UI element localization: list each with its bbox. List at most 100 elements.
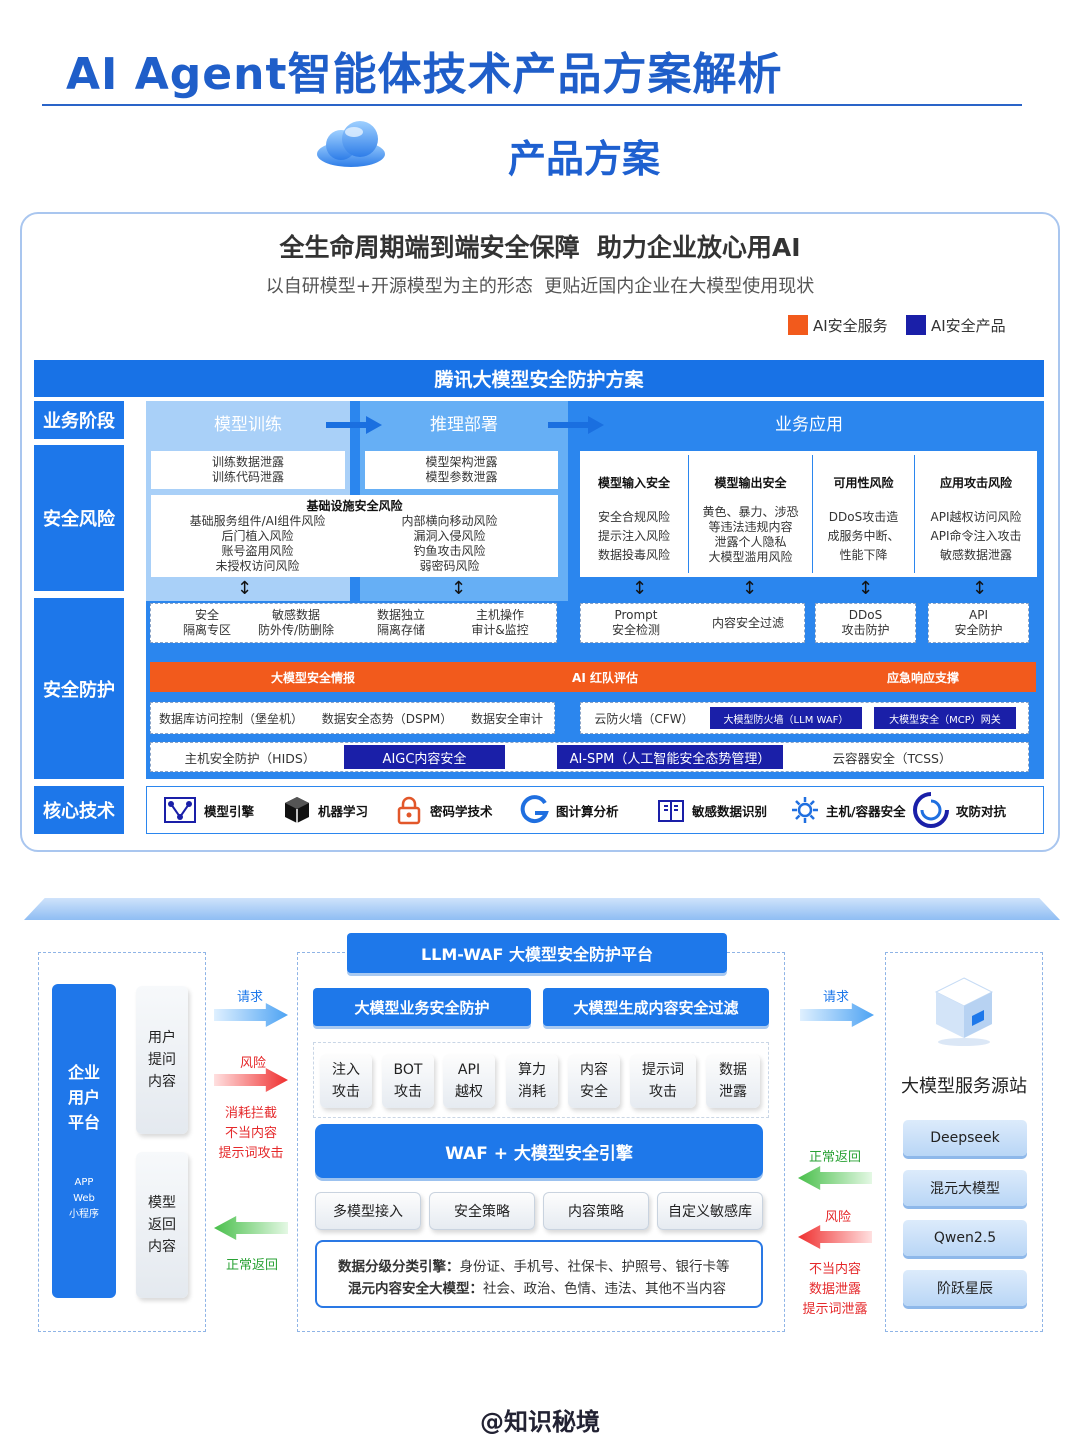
defense-product: 数据安全审计 [470, 711, 543, 726]
tech-item: 图计算分析 [520, 792, 619, 828]
card-tagline: 以自研模型+开源模型为主的形态 更贴近国内企业在大模型使用现状 [265, 276, 815, 297]
service-response: 应急响应支撑 [886, 670, 959, 685]
defense-item: 安全 隔离专区 [182, 608, 231, 637]
solution-card [20, 212, 1060, 852]
footer-watermark: @知识秘境 [480, 1408, 600, 1436]
ai-spm-product: AI-SPM（人工智能安全态势管理） [557, 745, 783, 769]
request-arrow-icon [800, 1003, 874, 1027]
risk-label: 风险 [240, 1056, 267, 1071]
request-label: 请求 [237, 990, 264, 1005]
model-source-area [885, 952, 1043, 1332]
engine-name: 混元内容安全大模型： [348, 1281, 483, 1297]
ai-security-service-bar [150, 662, 1036, 692]
enterprise-apps: APP Web 小程序 [69, 1176, 99, 1220]
enterprise-title: 企业 用户 平台 [67, 1062, 100, 1132]
double-arrow-icon: ↕ [972, 578, 988, 599]
legend-label: AI安全产品 [931, 316, 1006, 335]
risk-train: 训练数据泄露 训练代码泄露 [151, 451, 345, 489]
risk-arrow-icon [214, 1068, 288, 1092]
side-label-stage: 业务阶段 [34, 401, 124, 439]
aigc-product: AIGC内容安全 [344, 745, 505, 769]
request-label: 请求 [823, 990, 850, 1005]
tech-item: 主机/容器安全 [790, 792, 906, 828]
return-arrow-icon [214, 1216, 288, 1240]
legend-swatch-navy [906, 315, 926, 335]
app-risk-title: 应用攻击风险 [939, 476, 1012, 490]
app-risk-items: 黄色、暴力、涉恐 等违法违规内容 泄露个人隐私 大模型滥用风险 [702, 505, 799, 564]
engine-scope: 身份证、手机号、社保卡、护照号、银行卡等 [459, 1259, 730, 1275]
app-risk-title: 模型输入安全 [597, 476, 670, 490]
model-return: 模型 返回 内容 [136, 1152, 188, 1298]
user-question: 用户 提问 内容 [136, 986, 188, 1134]
service-intel: 大模型安全情报 [270, 670, 355, 685]
app-risk-items: 安全合规风险 提示注入风险 数据投毒风险 [597, 510, 670, 562]
double-arrow-icon: ↕ [858, 578, 874, 599]
engine-name: 数据分级分类引擎： [338, 1259, 460, 1275]
solution-banner: 腾讯大模型安全防护方案 [34, 360, 1044, 397]
policy-item: 安全策略 [429, 1192, 535, 1230]
enterprise-platform: 企业 用户 平台 APP Web 小程序 [52, 984, 116, 1298]
model-source-item: 混元大模型 [903, 1170, 1027, 1206]
risk-arrow-icon [798, 1225, 872, 1249]
request-arrow-icon [214, 1003, 288, 1027]
divider [812, 455, 813, 573]
defense-item: 数据独立 隔离存储 [376, 608, 425, 637]
attack-type: BOT 攻击 [382, 1054, 434, 1108]
attack-type: API 越权 [443, 1054, 495, 1108]
shield-icon [913, 792, 949, 828]
stage-app: 业务应用 [775, 414, 843, 435]
page-title: AI Agent智能体技术产品方案解析 [66, 49, 783, 100]
attack-type: 内容 安全 [568, 1054, 620, 1108]
policy-item: 自定义敏感库 [657, 1192, 763, 1230]
arrow-right-icon [326, 416, 382, 434]
defense-product: 数据安全态势（DSPM） [321, 711, 453, 726]
tab-content-filter[interactable]: 大模型生成内容安全过滤 [543, 988, 769, 1026]
risk-deploy: 模型架构泄露 模型参数泄露 [365, 451, 558, 489]
tech-label: 模型引擎 [204, 803, 255, 819]
mcp-gateway-product: 大模型安全（MCP）网关 [874, 707, 1016, 729]
legend-swatch-orange [788, 315, 808, 335]
infra-risk-left: 基础服务组件/AI组件风险 后门植入风险 账号盗用风险 未授权访问风险 [189, 514, 326, 573]
blocked-items: 消耗拦截 不当内容 提示词攻击 [218, 1106, 284, 1161]
app-risk-title: 可用性风险 [833, 476, 894, 490]
service-redteam: AI 红队评估 [572, 670, 638, 685]
card-headline: 全生命周期端到端安全保障 助力企业放心用AI [279, 233, 801, 262]
defense-box-infra [150, 603, 557, 643]
defense-box-io [580, 603, 805, 643]
defense-product: 主机安全防护（HIDS） [184, 750, 316, 766]
policy-item: 内容策略 [543, 1192, 649, 1230]
tech-item: 攻防对抗 [912, 790, 1006, 830]
classification-engines [315, 1240, 763, 1308]
model-source-item: 阶跃星辰 [903, 1270, 1027, 1306]
attack-types-box [313, 1042, 769, 1118]
section-subtitle: 产品方案 [508, 137, 661, 181]
cloud-icon [317, 121, 385, 167]
return-label: 正常返回 [809, 1150, 862, 1165]
model-source-item: Qwen2.5 [903, 1220, 1027, 1256]
app-risk-items: API越权访问风险 API命令注入攻击 敏感数据泄露 [930, 510, 1022, 562]
waf-platform-title: LLM-WAF 大模型安全防护平台 [347, 933, 727, 973]
tab-business-protection[interactable]: 大模型业务安全防护 [313, 988, 531, 1026]
title-divider [42, 104, 1022, 106]
defense-item: API 安全防护 [928, 603, 1029, 643]
classification-line: 数据分级分类引擎：身份证、手机号、社保卡、护照号、银行卡等 [338, 1255, 730, 1275]
server-cube-icon [934, 977, 994, 1046]
g-icon [520, 795, 549, 824]
classification-line: 混元内容安全大模型：社会、政治、色情、违法、其他不当内容 [348, 1277, 726, 1297]
defense-product: 数据库访问控制（堡垒机） [158, 711, 303, 726]
attack-type: 注入 攻击 [320, 1054, 372, 1108]
policy-item: 多模型接入 [315, 1192, 421, 1230]
app-risk-box [580, 451, 1037, 577]
infra-risk-title: 基础设施安全风险 [306, 499, 403, 513]
side-label-defense: 安全防护 [34, 598, 124, 779]
attack-type: 数据 泄露 [706, 1054, 760, 1108]
attack-type: 提示词 攻击 [630, 1054, 696, 1108]
waf-engine: WAF + 大模型安全引擎 [315, 1124, 763, 1178]
tech-label: 敏感数据识别 [692, 803, 768, 819]
tech-label: 主机/容器安全 [826, 803, 906, 819]
defense-product: 云防火墙（CFW） [594, 711, 694, 726]
divider [688, 455, 689, 573]
legend-label: AI安全服务 [813, 316, 888, 335]
double-arrow-icon: ↕ [632, 578, 648, 599]
data-security-box [150, 702, 555, 734]
